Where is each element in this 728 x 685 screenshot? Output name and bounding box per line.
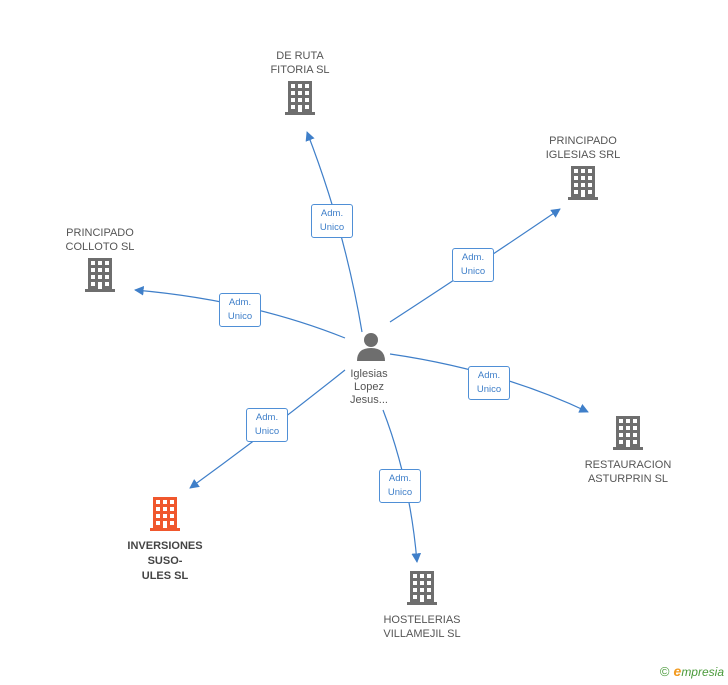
- badge-line1: Adm.: [255, 412, 279, 423]
- badge-line1: Adm.: [477, 370, 501, 381]
- badge-line1: Adm.: [461, 252, 485, 263]
- relation-badge-de-ruta[interactable]: Adm. Unico: [311, 204, 353, 238]
- badge-line2: Unico: [319, 222, 345, 233]
- badge-line2: Unico: [227, 311, 253, 322]
- company-node-hostelerias[interactable]: HOSTELERIAS VILLAMEJIL SL: [366, 571, 478, 641]
- brand-logo-text: mpresia: [681, 665, 724, 679]
- badge-line1: Adm.: [320, 208, 344, 219]
- building-icon: [613, 416, 643, 450]
- relation-badge-hostelerias[interactable]: Adm. Unico: [379, 469, 421, 503]
- building-icon: [85, 258, 115, 292]
- company-label: PRINCIPADO COLLOTO SL: [65, 227, 135, 253]
- company-label: PRINCIPADO IGLESIAS SRL: [545, 135, 621, 161]
- company-label: DE RUTA FITORIA SL: [270, 50, 330, 76]
- company-node-inversiones[interactable]: INVERSIONES SUSO- ULES SL: [110, 497, 220, 584]
- relation-badge-inversiones[interactable]: Adm. Unico: [246, 408, 288, 442]
- person-node[interactable]: [355, 331, 387, 363]
- relation-badge-principado-iglesias[interactable]: Adm. Unico: [452, 248, 494, 282]
- building-icon: [568, 166, 598, 200]
- badge-line2: Unico: [460, 266, 486, 277]
- badge-line1: Adm.: [388, 473, 412, 484]
- relation-badge-principado-colloto[interactable]: Adm. Unico: [219, 293, 261, 327]
- company-node-principado-colloto[interactable]: PRINCIPADO COLLOTO SL: [45, 226, 155, 296]
- badge-line2: Unico: [254, 426, 280, 437]
- brand-footer[interactable]: ©empresia: [660, 663, 724, 679]
- badge-line2: Unico: [476, 384, 502, 395]
- person-icon: [357, 333, 385, 361]
- company-node-restauracion[interactable]: RESTAURACION ASTURPRIN SL: [572, 416, 684, 486]
- company-label: HOSTELERIAS VILLAMEJIL SL: [383, 614, 461, 640]
- person-label[interactable]: Iglesias Lopez Jesus...: [350, 368, 388, 406]
- badge-line2: Unico: [387, 487, 413, 498]
- copyright-icon: ©: [659, 664, 670, 679]
- company-node-de-ruta[interactable]: DE RUTA FITORIA SL: [245, 49, 355, 119]
- building-icon-highlight: [150, 497, 180, 531]
- company-label: INVERSIONES SUSO- ULES SL: [127, 540, 203, 582]
- company-node-principado-iglesias[interactable]: PRINCIPADO IGLESIAS SRL: [528, 134, 638, 204]
- building-icon: [407, 571, 437, 605]
- building-icon: [285, 81, 315, 115]
- brand-logo-initial: e: [673, 663, 682, 679]
- badge-line1: Adm.: [228, 297, 252, 308]
- company-label: RESTAURACION ASTURPRIN SL: [584, 459, 672, 485]
- relation-badge-restauracion[interactable]: Adm. Unico: [468, 366, 510, 400]
